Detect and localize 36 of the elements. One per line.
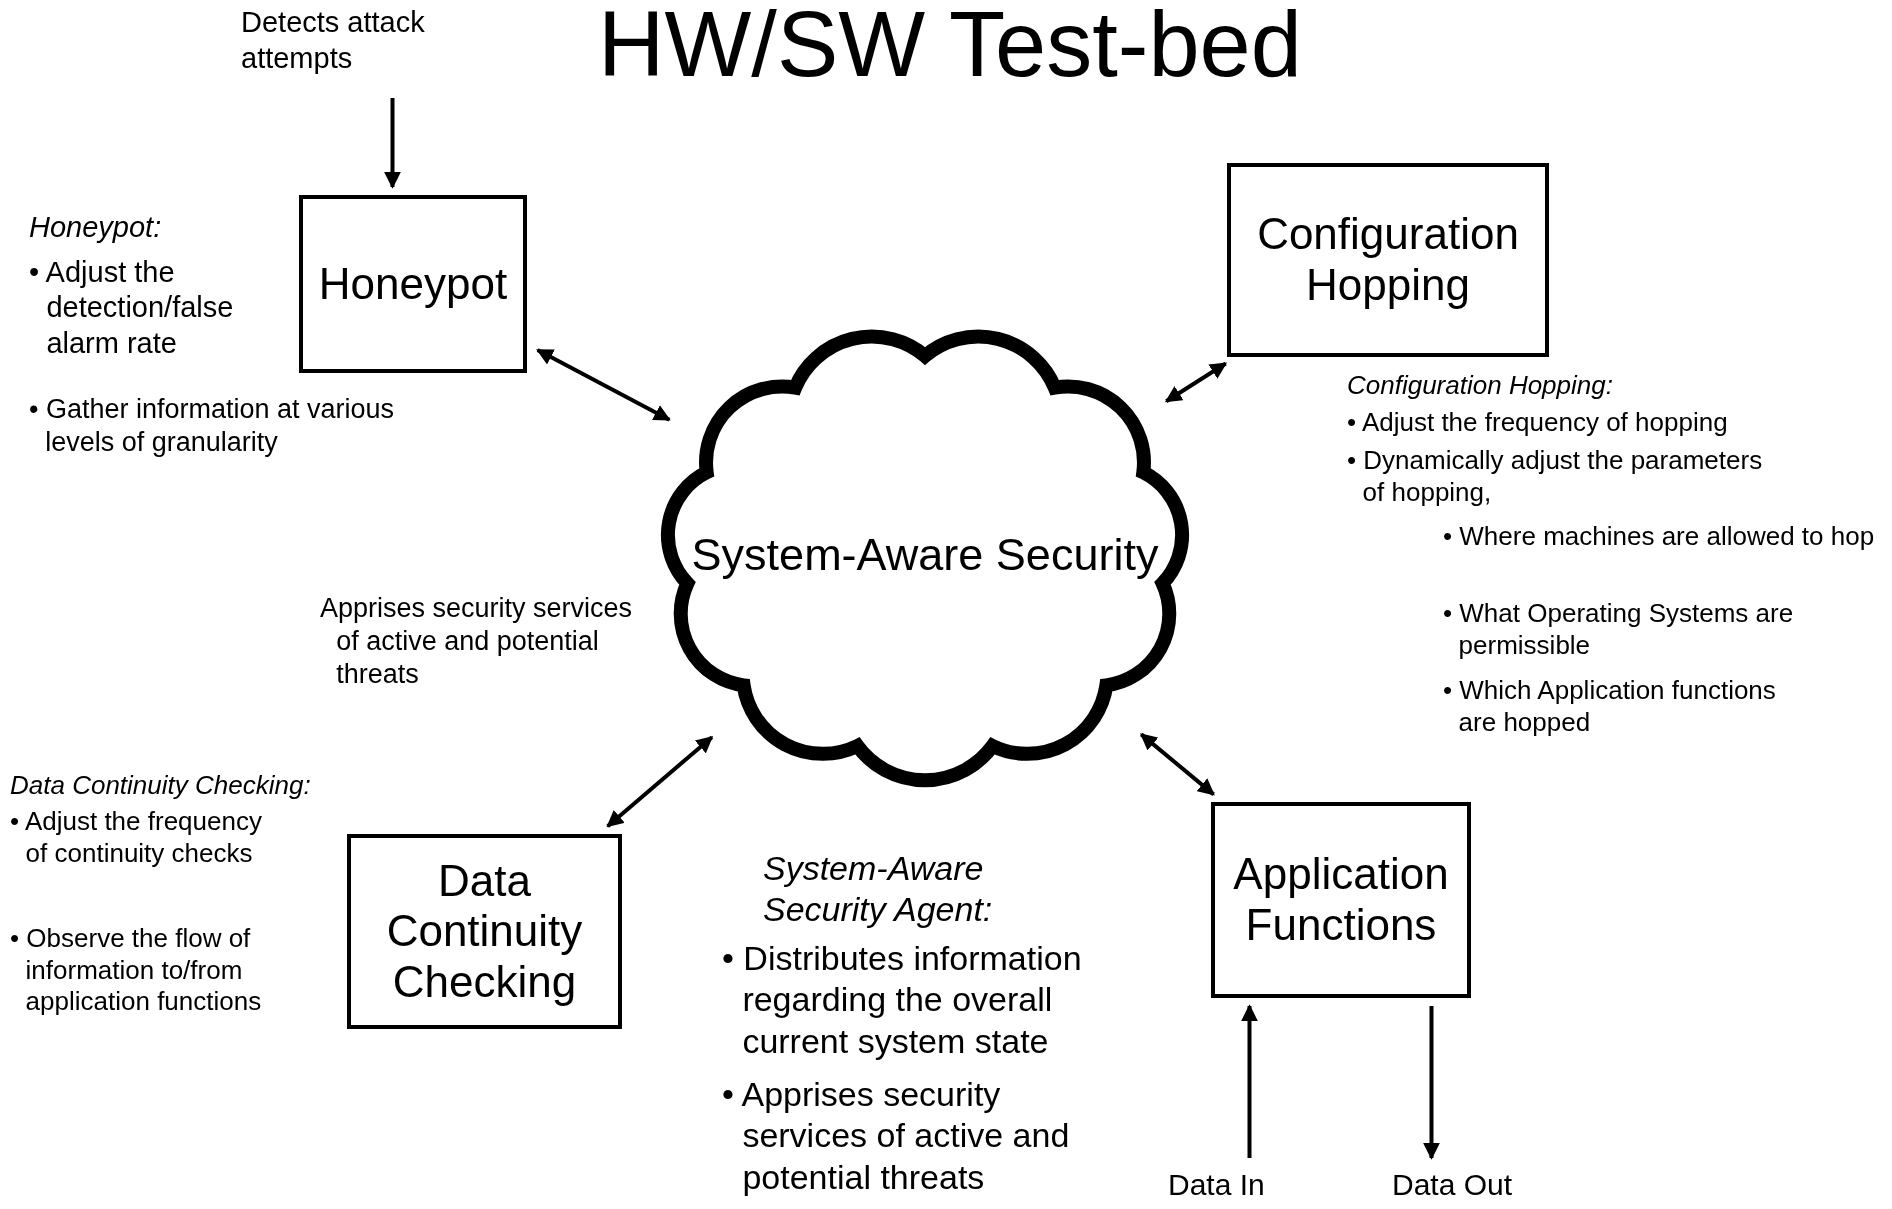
process-box bbox=[347, 834, 622, 1029]
bullet-item: • Which Application functions are hopped bbox=[1443, 675, 1777, 739]
bullet-item: • Adjust the frequency of continuity checks bbox=[10, 806, 263, 870]
bullet-item: • Adjust the frequency of hopping bbox=[1347, 407, 1729, 439]
bullet-item: Apprises security services of active and potential threats bbox=[320, 592, 634, 691]
bullet-item: • What Operating Systems are permissible bbox=[1443, 598, 1795, 662]
note-heading: Honeypot: bbox=[29, 210, 163, 245]
note-heading: Configuration Hopping: bbox=[1347, 370, 1614, 402]
bullet-item: • Apprises security services of active and potential threats bbox=[722, 1074, 1071, 1198]
node-label: System-Aware Security bbox=[690, 529, 1160, 581]
node-label: Data Continuity Checking bbox=[385, 855, 584, 1008]
node-label: Application Functions bbox=[1232, 849, 1450, 951]
annotation-text: Data In bbox=[1168, 1166, 1288, 1206]
arrow bbox=[1140, 732, 1215, 796]
annotation-text: Detects attack attempts bbox=[241, 4, 486, 90]
bullet-item: • Dynamically adjust the parameters of hopping, bbox=[1347, 445, 1763, 509]
arrow bbox=[536, 348, 671, 422]
arrow bbox=[1164, 361, 1228, 403]
arrow bbox=[384, 98, 401, 189]
arrow bbox=[606, 735, 714, 828]
node-label: Honeypot bbox=[317, 258, 509, 310]
process-box bbox=[299, 195, 527, 373]
bullet-item: • Gather information at various levels of granularity bbox=[29, 393, 396, 459]
title: HW/SW Test-bed bbox=[597, 0, 1303, 96]
note-heading: System-Aware Security Agent: bbox=[763, 848, 994, 931]
arrow bbox=[1241, 1004, 1258, 1158]
annotation-text: Data Out bbox=[1392, 1166, 1542, 1206]
bullet-item: • Where machines are allowed to hop bbox=[1443, 521, 1876, 553]
bullet-item: • Observe the flow of information to/from application functions bbox=[10, 923, 263, 1019]
bullet-item: • Adjust the detection/false alarm rate bbox=[29, 255, 235, 361]
node-label: Configuration Hopping bbox=[1256, 209, 1520, 311]
process-box bbox=[1227, 163, 1549, 357]
note-heading: Data Continuity Checking: bbox=[10, 770, 312, 802]
arrow bbox=[1423, 1006, 1440, 1160]
process-box bbox=[1211, 802, 1471, 998]
bullet-item: • Distributes information regarding the overall current system state bbox=[722, 938, 1083, 1062]
